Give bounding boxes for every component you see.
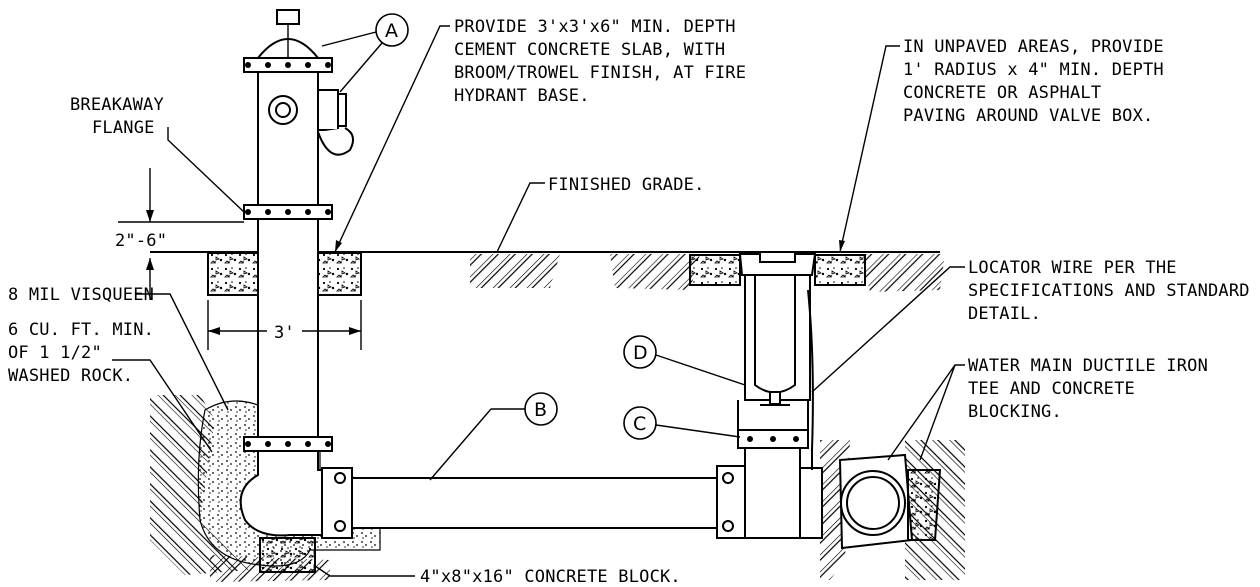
svg-text:6 CU. FT. MIN.: 6 CU. FT. MIN. bbox=[8, 320, 154, 340]
main-note: WATER MAIN DUCTILE IRON TEE AND CONCRETE… bbox=[968, 356, 1208, 422]
slab-width-label: 3' bbox=[274, 323, 295, 343]
height-dimension-label: 2"-6" bbox=[115, 231, 167, 251]
svg-text:CONCRETE OR ASPHALT: CONCRETE OR ASPHALT bbox=[903, 83, 1101, 103]
locator-wire bbox=[807, 289, 814, 470]
svg-text:PROVIDE 3'x3'x6" MIN. DEPTH: PROVIDE 3'x3'x6" MIN. DEPTH bbox=[454, 17, 736, 37]
slab-width-dimension bbox=[207, 300, 362, 350]
locator-note: LOCATOR WIRE PER THE SPECIFICATIONS AND … bbox=[968, 258, 1250, 324]
svg-text:B: B bbox=[534, 399, 547, 421]
water-main-tee bbox=[838, 453, 942, 550]
svg-text:SPECIFICATIONS AND STANDARD: SPECIFICATIONS AND STANDARD bbox=[968, 281, 1250, 301]
hydrant bbox=[239, 9, 355, 537]
visqueen-note: 8 MIL VISQUEEN bbox=[8, 285, 154, 305]
svg-text:1' RADIUS x 4" MIN. DEPTH: 1' RADIUS x 4" MIN. DEPTH bbox=[903, 60, 1164, 80]
svg-text:BLOCKING.: BLOCKING. bbox=[968, 402, 1062, 422]
height-dimension bbox=[118, 168, 244, 300]
svg-text:D: D bbox=[633, 342, 648, 364]
leader-lines bbox=[112, 25, 965, 577]
svg-text:DETAIL.: DETAIL. bbox=[968, 304, 1041, 324]
svg-text:WASHED ROCK.: WASHED ROCK. bbox=[8, 366, 133, 386]
svg-text:BROOM/TROWEL FINISH, AT FIRE: BROOM/TROWEL FINISH, AT FIRE bbox=[454, 63, 746, 83]
svg-text:A: A bbox=[385, 20, 398, 42]
svg-text:CEMENT CONCRETE SLAB, WITH: CEMENT CONCRETE SLAB, WITH bbox=[454, 40, 725, 60]
paving-note: IN UNPAVED AREAS, PROVIDE 1' RADIUS x 4"… bbox=[903, 37, 1164, 126]
svg-text:LOCATOR WIRE PER THE: LOCATOR WIRE PER THE bbox=[968, 258, 1177, 278]
slab-note: PROVIDE 3'x3'x6" MIN. DEPTH CEMENT CONCR… bbox=[454, 17, 746, 106]
svg-text:FLANGE: FLANGE bbox=[92, 118, 155, 138]
svg-text:BREAKAWAY: BREAKAWAY bbox=[70, 95, 164, 115]
callout-d: D bbox=[623, 335, 657, 369]
concrete-block bbox=[259, 537, 316, 573]
svg-text:C: C bbox=[633, 413, 646, 435]
lateral-pipe bbox=[321, 465, 746, 539]
valve-box bbox=[689, 253, 866, 431]
grade-note: FINISHED GRADE. bbox=[548, 175, 705, 195]
svg-text:IN UNPAVED AREAS, PROVIDE: IN UNPAVED AREAS, PROVIDE bbox=[903, 37, 1164, 57]
rock-note: 6 CU. FT. MIN. OF 1 1/2" WASHED ROCK. bbox=[8, 320, 154, 386]
callout-a: A bbox=[375, 13, 409, 47]
callout-b: B bbox=[524, 392, 558, 426]
breakaway-note: BREAKAWAY FLANGE bbox=[70, 95, 164, 138]
gate-valve bbox=[737, 429, 823, 539]
svg-text:PAVING AROUND VALVE BOX.: PAVING AROUND VALVE BOX. bbox=[903, 106, 1153, 126]
svg-text:HYDRANT BASE.: HYDRANT BASE. bbox=[454, 86, 590, 106]
callout-c: C bbox=[623, 406, 657, 440]
svg-text:OF 1 1/2": OF 1 1/2" bbox=[8, 343, 102, 363]
block-note: 4"x8"x16" CONCRETE BLOCK. bbox=[420, 567, 681, 587]
svg-text:WATER MAIN DUCTILE IRON: WATER MAIN DUCTILE IRON bbox=[968, 356, 1208, 376]
svg-text:TEE AND CONCRETE: TEE AND CONCRETE bbox=[968, 379, 1135, 399]
